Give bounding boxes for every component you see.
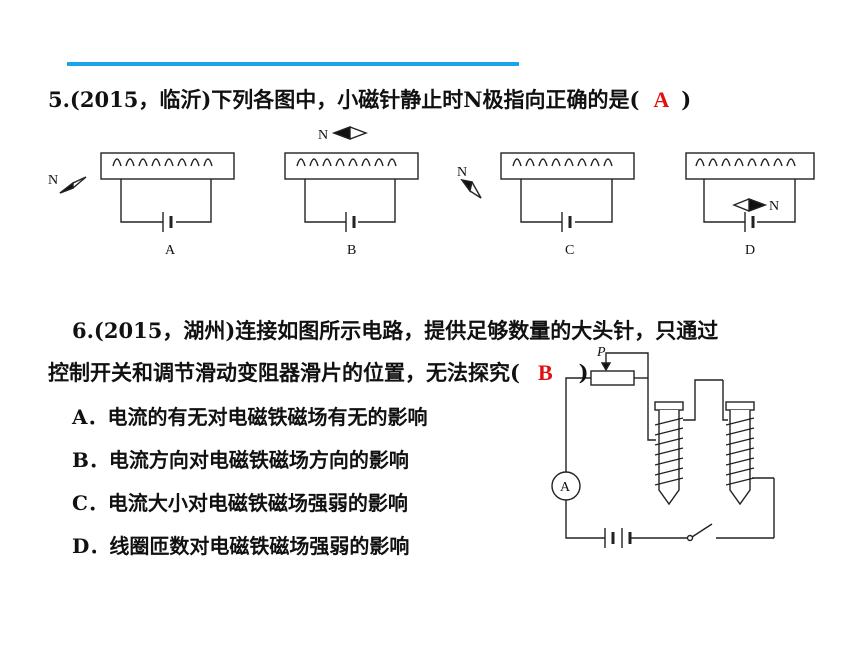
rheostat bbox=[590, 370, 635, 386]
diagram-b-label: B bbox=[347, 243, 356, 258]
diagram-d-label: D bbox=[745, 243, 755, 258]
north-label-d: N bbox=[769, 199, 779, 214]
diagram-d bbox=[685, 152, 815, 232]
question-6-circuit bbox=[551, 352, 775, 548]
question-6-option-c: C．电流大小对电磁铁磁场强弱的影响 bbox=[72, 491, 408, 515]
slider-label: P bbox=[596, 345, 606, 360]
north-label-c: N bbox=[457, 165, 467, 180]
question-6-option-a: A．电流的有无对电磁铁磁场有无的影响 bbox=[72, 405, 428, 429]
question-6-option-d: D．线圈匝数对电磁铁磁场强弱的影响 bbox=[72, 534, 410, 558]
north-label-b: N bbox=[318, 128, 328, 143]
question-5-answer: A bbox=[653, 87, 670, 112]
diagram-c-label: C bbox=[565, 243, 574, 258]
diagram-a bbox=[59, 152, 235, 232]
question-6-stem-line1: 6.(2015，湖州)连接如图所示电路，提供足够数量的大头针，只通过 bbox=[72, 315, 718, 345]
ammeter-label: A bbox=[560, 480, 571, 495]
question-5-stem: 5.(2015，临沂)下列各图中，小磁针静止时N极指向正确的是(A) bbox=[48, 87, 692, 112]
coil-core bbox=[100, 152, 235, 180]
north-label-a: N bbox=[48, 173, 58, 188]
header-divider bbox=[67, 62, 519, 66]
diagram-a-label: A bbox=[165, 243, 176, 258]
question-6-answer: B bbox=[537, 360, 553, 385]
question-6-option-b: B．电流方向对电磁铁磁场方向的影响 bbox=[72, 448, 409, 472]
question-6-text: .(2015，湖州)连接如图所示电路，提供足够数量的大头针，只通过 bbox=[86, 318, 719, 343]
question-5-text: .(2015，临沂)下列各图中，小磁针静止时N极指向正确的是( bbox=[62, 87, 640, 112]
question-6-stem-line2: 控制开关和调节滑动变阻器滑片的位置，无法探究(B) bbox=[48, 360, 589, 385]
question-5-number: 5 bbox=[48, 87, 63, 112]
question-6-number: 6 bbox=[72, 318, 87, 343]
diagram-b bbox=[284, 125, 419, 232]
diagram-c bbox=[460, 152, 635, 232]
